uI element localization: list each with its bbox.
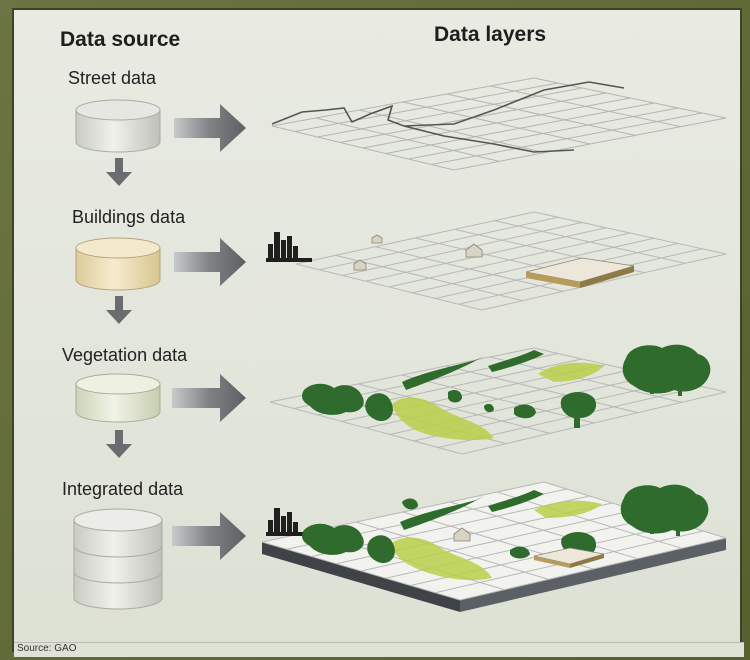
dark-vegetation-icon — [302, 484, 709, 564]
down-arrow-icon — [106, 158, 132, 186]
integrated-data-label: Integrated data — [62, 479, 184, 499]
diagram-graphics — [73, 77, 727, 612]
grid-line — [269, 401, 463, 455]
grid-line — [402, 101, 591, 145]
source-note: Source: GAO — [17, 643, 77, 654]
grid-line — [445, 365, 639, 414]
building-icon — [353, 234, 483, 271]
grid-line — [335, 254, 523, 302]
right-arrow-icon — [174, 238, 246, 286]
buildings-layer — [266, 211, 727, 311]
street-layer-grid — [271, 77, 727, 171]
grid-line — [271, 125, 455, 171]
grid-line — [401, 374, 595, 424]
grid-line — [295, 263, 483, 311]
city-skyline-icon — [266, 508, 308, 536]
dark-vegetation-icon — [302, 344, 711, 428]
grid-line — [496, 491, 682, 549]
vegetation-data-label: Vegetation data — [62, 345, 188, 365]
vegetation-database-icon — [75, 373, 161, 423]
integrated-database-icon — [73, 508, 163, 610]
down-arrow-icon — [106, 296, 132, 324]
street-layer — [271, 77, 727, 171]
integrated-layer — [261, 481, 727, 612]
grid-line — [357, 383, 551, 434]
grid-line — [261, 541, 461, 601]
grid-line — [359, 109, 545, 154]
street-line — [403, 125, 575, 153]
vegetation-layer — [269, 344, 727, 455]
data-source-header: Data source — [60, 28, 181, 51]
grid-line — [490, 85, 681, 128]
grid-line — [355, 521, 549, 580]
light-vegetation-icon — [392, 362, 604, 441]
street-data-label: Street data — [68, 68, 157, 88]
building-icon — [453, 527, 605, 568]
right-arrow-icon — [172, 374, 246, 422]
grid-line — [375, 246, 564, 292]
data-layers-header: Data layers — [434, 23, 547, 46]
grid-line — [533, 211, 727, 255]
light-vegetation-icon — [390, 500, 602, 581]
grid-line — [315, 117, 500, 162]
down-arrow-icon — [106, 430, 132, 458]
source-strip: Source: GAO — [14, 642, 744, 657]
city-skyline-icon — [266, 232, 312, 262]
right-arrow-icon — [174, 104, 246, 152]
street-database-icon — [75, 99, 161, 153]
grid-line — [449, 501, 638, 560]
grid-line — [446, 93, 636, 136]
down-arrows — [106, 158, 132, 458]
grid-line — [533, 77, 727, 119]
right-arrows — [172, 104, 246, 560]
buildings-data-label: Buildings data — [72, 207, 186, 227]
right-arrow-icon — [172, 512, 246, 560]
large-building-icon — [525, 257, 635, 288]
grid-line — [489, 356, 683, 403]
grid-line — [494, 220, 686, 264]
diagram-panel: Data source Data layers Street data Buil… — [12, 8, 744, 657]
integrated-base-slab — [262, 538, 726, 612]
buildings-database-icon — [75, 237, 161, 291]
street-line — [271, 81, 625, 127]
